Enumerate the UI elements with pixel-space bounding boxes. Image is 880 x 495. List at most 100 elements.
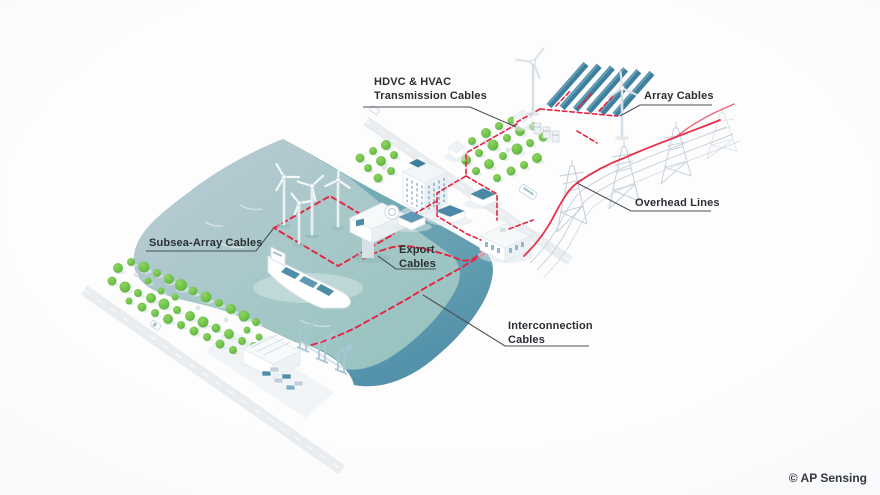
tree-icon bbox=[229, 346, 237, 354]
house-icon bbox=[397, 210, 426, 224]
label-line: Export bbox=[399, 244, 435, 256]
tree-icon bbox=[243, 326, 251, 334]
tree-icon bbox=[215, 339, 225, 349]
array-leader bbox=[619, 104, 712, 117]
tree-icon bbox=[369, 147, 377, 155]
offshore-wind-turbine-icon bbox=[275, 162, 301, 229]
tree-icon bbox=[495, 122, 503, 130]
tree-icon bbox=[158, 298, 170, 310]
tree-icon bbox=[493, 174, 501, 182]
tree-icon bbox=[381, 140, 391, 150]
label-line: Interconnection bbox=[508, 320, 593, 332]
container-icon bbox=[281, 373, 292, 380]
tree-icon bbox=[171, 293, 179, 301]
solar-panel-row bbox=[599, 69, 642, 116]
tree-icon bbox=[197, 316, 209, 328]
tree-icon bbox=[113, 263, 123, 273]
tree-icon bbox=[134, 289, 142, 297]
container-icon bbox=[285, 384, 296, 391]
tree-icon bbox=[119, 281, 131, 293]
tree-icon bbox=[238, 310, 250, 322]
label-line: Cables bbox=[399, 257, 436, 270]
tree-icon bbox=[185, 311, 195, 321]
tree-icon bbox=[506, 166, 516, 176]
transformer-substation bbox=[533, 122, 560, 143]
label-line: HDVC & HVAC bbox=[374, 76, 452, 88]
land-cables bbox=[415, 89, 618, 241]
tree-icon bbox=[526, 139, 534, 147]
port-crane-icon bbox=[296, 320, 317, 353]
label-hdvc-hvac-transmission-cables: HDVC & HVAC Transmission Cables bbox=[374, 76, 487, 103]
substation-icon bbox=[445, 109, 537, 162]
tree-icon bbox=[255, 333, 263, 341]
bush-icon bbox=[381, 165, 387, 171]
tree-icon bbox=[499, 152, 507, 160]
tree-icon bbox=[153, 269, 161, 277]
tree-icon bbox=[203, 333, 211, 341]
container-icon bbox=[273, 377, 284, 384]
tree-icon bbox=[151, 309, 159, 317]
tree-icon bbox=[164, 274, 174, 284]
tree-icon bbox=[355, 153, 365, 163]
car-icon bbox=[149, 320, 162, 331]
port-crane-icon bbox=[334, 342, 355, 375]
tree-icon bbox=[376, 156, 386, 166]
copyright-notice: © AP Sensing bbox=[788, 471, 867, 485]
offshore-substation-platform-icon bbox=[349, 202, 405, 263]
port-crane-icon bbox=[315, 331, 336, 364]
hvdc-transmission-cable bbox=[436, 108, 541, 241]
tree-icon bbox=[487, 139, 499, 151]
tree-icon bbox=[475, 149, 483, 157]
tree-icon bbox=[163, 314, 173, 324]
onshore-wind-turbine-icon bbox=[515, 47, 545, 117]
offshore-wind-turbine-icon bbox=[290, 192, 312, 248]
tree-icon bbox=[484, 159, 494, 169]
array-cable-collector bbox=[539, 108, 618, 117]
tree-icon bbox=[252, 318, 260, 326]
tree-icon bbox=[226, 304, 236, 314]
tree-icon bbox=[511, 143, 523, 155]
transmission-tower-icon bbox=[660, 122, 692, 185]
offshore-wind-turbine-icon bbox=[324, 164, 351, 231]
solar-panel-row bbox=[546, 61, 589, 109]
wind-turbines bbox=[275, 47, 638, 248]
tree-icon bbox=[107, 276, 117, 286]
interconnection-leader bbox=[422, 294, 589, 347]
solar-panel-row bbox=[586, 67, 629, 114]
tree-icon bbox=[211, 323, 221, 333]
house-icon bbox=[434, 204, 466, 218]
hdvc-leader bbox=[363, 106, 517, 128]
warehouse-icon bbox=[242, 334, 301, 379]
tree-icon bbox=[127, 258, 135, 266]
solar-panel-row bbox=[572, 65, 615, 112]
sea bbox=[133, 139, 493, 387]
tree-icon bbox=[481, 128, 491, 138]
tree-icon bbox=[189, 326, 199, 336]
label-line: Cables bbox=[508, 333, 545, 346]
subsea-leader bbox=[146, 228, 274, 252]
label-array-cables: Array Cables bbox=[644, 90, 714, 102]
container-icon bbox=[269, 366, 280, 373]
tree-icon bbox=[224, 329, 234, 339]
tree-icon bbox=[200, 291, 212, 303]
shore-substation-icon bbox=[478, 223, 534, 263]
tree-icon bbox=[173, 306, 181, 314]
export-leader bbox=[377, 255, 436, 270]
container-icon bbox=[261, 370, 272, 377]
tree-icon bbox=[215, 299, 223, 307]
tree-icon bbox=[137, 302, 147, 312]
tree-icon bbox=[373, 173, 383, 183]
cargo-ship-icon bbox=[253, 246, 363, 309]
port bbox=[242, 320, 355, 391]
bush-icon bbox=[505, 147, 511, 153]
vehicles bbox=[149, 105, 538, 331]
road bbox=[80, 116, 573, 475]
label-export-cables: Export Cables bbox=[399, 244, 436, 271]
tree-icon bbox=[532, 153, 542, 163]
bush-icon bbox=[133, 272, 139, 278]
tree-icon bbox=[125, 297, 133, 305]
label-overhead-lines: Overhead Lines bbox=[635, 197, 720, 209]
interconnection-cable bbox=[307, 253, 485, 347]
